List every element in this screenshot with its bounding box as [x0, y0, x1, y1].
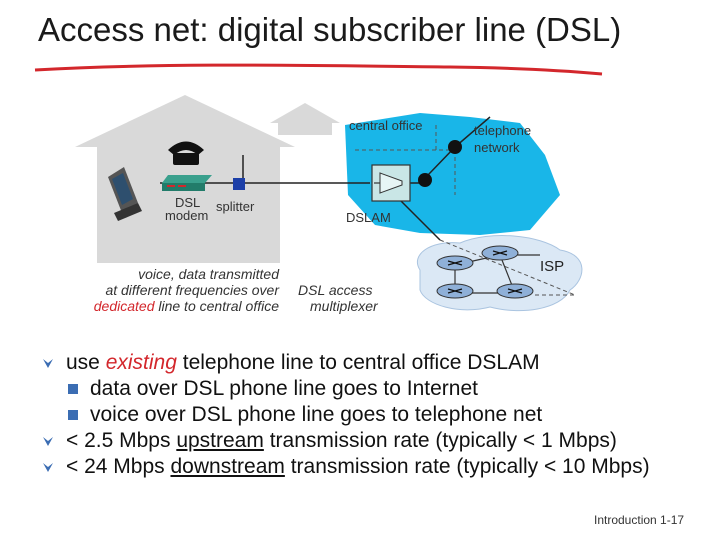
sub-bullet-voice: voice over DSL phone line goes to teleph…: [42, 402, 712, 428]
central-office-building: [270, 103, 340, 135]
bullet-1-post: telephone line to central office DSLAM: [176, 351, 540, 374]
dslam-label: DSLAM: [346, 210, 391, 225]
dsl-modem-label-1: DSL: [175, 195, 201, 210]
computer-icon: [108, 167, 142, 221]
dsl-access-label-1: DSL access: [298, 282, 373, 298]
bullet-check-icon: [43, 359, 53, 368]
sub-bullet-2-text: voice over DSL phone line goes to teleph…: [90, 403, 543, 426]
voice-caption-rest: line to central office: [154, 298, 279, 314]
telephone-network-cloud: [345, 113, 560, 235]
dsl-diagram: central office telephone network DSLAM I…: [0, 95, 720, 330]
telephone-icon: [168, 141, 204, 165]
voice-caption-line-1: voice, data transmitted: [138, 266, 279, 282]
bullet-check-icon: [43, 463, 53, 472]
telephone-network-label-1: telephone: [474, 123, 532, 138]
title-underline: [34, 63, 603, 76]
central-office-label: central office: [349, 118, 423, 133]
bullet-list: use existing telephone line to central o…: [42, 350, 712, 480]
slide-footer: Introduction 1-17: [594, 513, 685, 527]
bullet-2-post: transmission rate (typically < 1 Mbps): [263, 429, 617, 452]
bullet-1-existing: existing: [105, 351, 177, 374]
bullet-2-upstream: upstream: [176, 429, 264, 452]
page-title: Access net: digital subscriber line (DSL…: [38, 11, 622, 48]
switch-dot-2: [418, 173, 432, 187]
bullet-3-pre: < 24 Mbps: [66, 455, 171, 478]
bullet-2-pre: < 2.5 Mbps: [66, 429, 177, 452]
bullet-existing-line: use existing telephone line to central o…: [42, 350, 712, 376]
dsl-modem-label-2: modem: [165, 208, 209, 223]
bullet-check-icon: [43, 437, 53, 446]
dsl-access-label-2: multiplexer: [310, 298, 378, 314]
dsl-modem-icon: [162, 175, 212, 191]
isp-label: ISP: [540, 258, 565, 275]
voice-caption-line-3: dedicated line to central office: [94, 299, 279, 314]
voice-caption-line-2: at different frequencies over: [105, 282, 279, 298]
bullet-3-post: transmission rate (typically < 10 Mbps): [284, 455, 650, 478]
voice-caption-dedicated: dedicated: [93, 298, 155, 314]
splitter-icon: [233, 178, 245, 190]
sub-bullet-1-text: data over DSL phone line goes to Interne…: [90, 377, 478, 400]
bullet-upstream: < 2.5 Mbps upstream transmission rate (t…: [42, 428, 712, 454]
telephone-network-label-2: network: [474, 140, 520, 155]
sub-bullet-data: data over DSL phone line goes to Interne…: [42, 376, 712, 402]
bullet-downstream: < 24 Mbps downstream transmission rate (…: [42, 454, 712, 480]
sub-bullet-square-icon: [68, 410, 78, 420]
splitter-label: splitter: [216, 199, 255, 214]
dslam-icon: [371, 164, 411, 202]
bullet-1-pre: use: [66, 351, 106, 374]
bullet-3-downstream: downstream: [170, 455, 285, 478]
switch-dot-1: [448, 140, 462, 154]
sub-bullet-square-icon: [68, 384, 78, 394]
